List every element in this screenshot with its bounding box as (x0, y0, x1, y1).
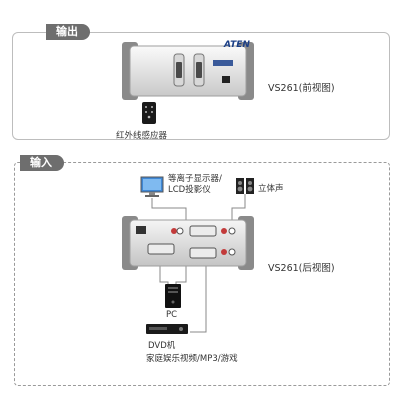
vs261-back-device (118, 214, 258, 274)
monitor-cable (151, 198, 187, 222)
input-section-frame (14, 162, 390, 386)
back-view-caption: VS261(后视图) (268, 263, 335, 274)
output-tag: 输出 (46, 24, 90, 40)
speaker-cable (231, 194, 246, 222)
speaker-icon (236, 178, 254, 194)
remote-label: 红外线感应器 (116, 131, 168, 141)
input-tag: 输入 (20, 155, 64, 171)
output-section-frame (12, 32, 390, 140)
speaker-label: 立体声 (258, 184, 284, 194)
dvd-player-icon (146, 322, 188, 336)
monitor-icon (140, 176, 164, 198)
front-view-caption: VS261(前视图) (268, 83, 335, 94)
pc-icon (164, 284, 182, 308)
home-entertainment-label: 家庭娱乐视频/MP3/游戏 (146, 354, 238, 364)
brand-logo: ATEN (224, 40, 250, 50)
dvd-cable (190, 262, 207, 333)
ir-remote-icon (142, 102, 156, 124)
dvd-label: DVD机 (148, 341, 176, 351)
monitor-label: 等离子显示器/ LCD投影仪 (168, 174, 222, 195)
pc-label: PC (166, 310, 178, 320)
vs261-front-device (118, 40, 258, 104)
